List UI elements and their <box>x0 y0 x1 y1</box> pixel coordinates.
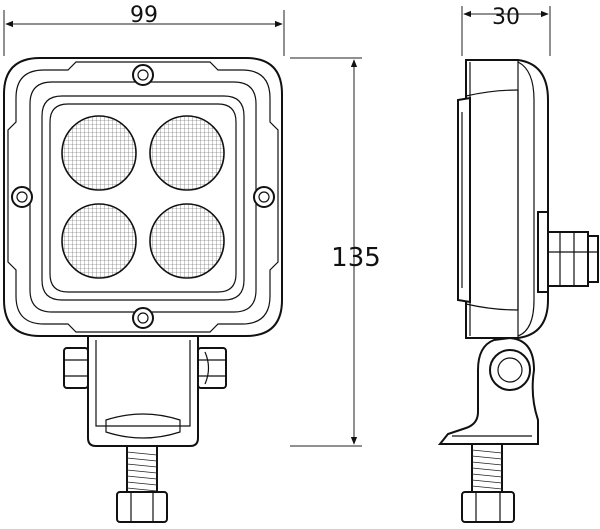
front-housing-rim <box>7 61 279 333</box>
dimension-width: 99 <box>3 3 285 56</box>
depth-label: 30 <box>492 5 520 30</box>
height-label: 135 <box>331 243 381 273</box>
led-lenses <box>61 115 225 279</box>
front-bracket <box>63 335 227 447</box>
side-stud <box>461 443 515 523</box>
side-connector <box>537 211 599 293</box>
front-screws <box>11 64 275 329</box>
dimension-depth: 30 <box>461 5 551 56</box>
dimension-height: 135 <box>290 57 381 447</box>
side-housing <box>465 59 549 339</box>
width-label: 99 <box>130 3 158 28</box>
front-stud <box>116 445 168 523</box>
side-view <box>437 59 599 523</box>
front-view <box>3 57 283 523</box>
